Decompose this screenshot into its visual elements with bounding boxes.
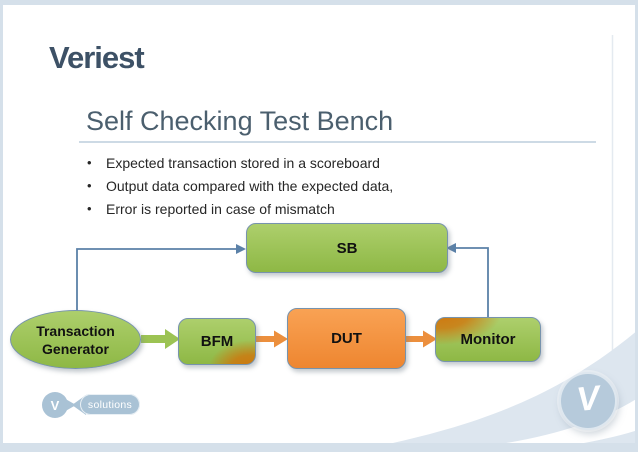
bullet-marker: • (87, 178, 92, 193)
sb-label: SB (336, 239, 358, 257)
bullet-text: Expected transaction stored in a scorebo… (106, 155, 380, 171)
v-logo-letter: V (50, 397, 60, 413)
bullet-text: Error is reported in case of mismatch (106, 201, 335, 217)
monitor-box: Monitor (435, 317, 541, 362)
frame-right (635, 0, 638, 452)
bullet-marker: • (87, 155, 92, 170)
tg-to-sb-arrowhead-icon (236, 244, 246, 254)
bfm-label: BFM (200, 333, 234, 350)
corner-v-letter: V (574, 378, 602, 419)
ribbon-left-triangle (62, 397, 76, 413)
monitor-label: Monitor (460, 331, 516, 348)
transaction-generator-ellipse: Transaction Generator (10, 310, 141, 369)
bfm-to-dut-arrow (254, 330, 288, 348)
monitor-to-sb-connector (454, 247, 489, 318)
page-title: Self Checking Test Bench (86, 106, 394, 136)
title-underline (79, 141, 596, 143)
frame-left (0, 0, 3, 452)
bullet-text: Output data compared with the expected d… (106, 178, 394, 194)
dut-to-monitor-arrow (404, 330, 437, 348)
bullet-list: • Expected transaction stored in a score… (87, 152, 393, 221)
dut-label: DUT (331, 330, 362, 347)
transaction-generator-label: Transaction Generator (36, 322, 115, 357)
corner-sweep-shape (350, 330, 638, 452)
solutions-pill: solutions (80, 394, 140, 415)
frame-bottom (0, 443, 638, 452)
solutions-label: solutions (87, 398, 133, 411)
bullet-item: • Output data compared with the expected… (87, 175, 393, 198)
sb-box: SB (246, 223, 448, 273)
dut-box: DUT (287, 308, 406, 369)
bullet-item: • Error is reported in case of mismatch (87, 198, 393, 221)
tg-to-sb-connector (76, 248, 238, 312)
bfm-box: BFM (178, 318, 256, 365)
veriest-logo: Veriest (49, 40, 145, 75)
tg-to-bfm-arrow (141, 329, 180, 349)
bullet-marker: • (87, 201, 92, 216)
bullet-item: • Expected transaction stored in a score… (87, 152, 393, 175)
monitor-to-sb-arrowhead-icon (446, 243, 456, 253)
corner-sweep-highlight (435, 398, 638, 452)
corner-v-badge: V (559, 372, 617, 430)
frame-top (0, 0, 638, 5)
